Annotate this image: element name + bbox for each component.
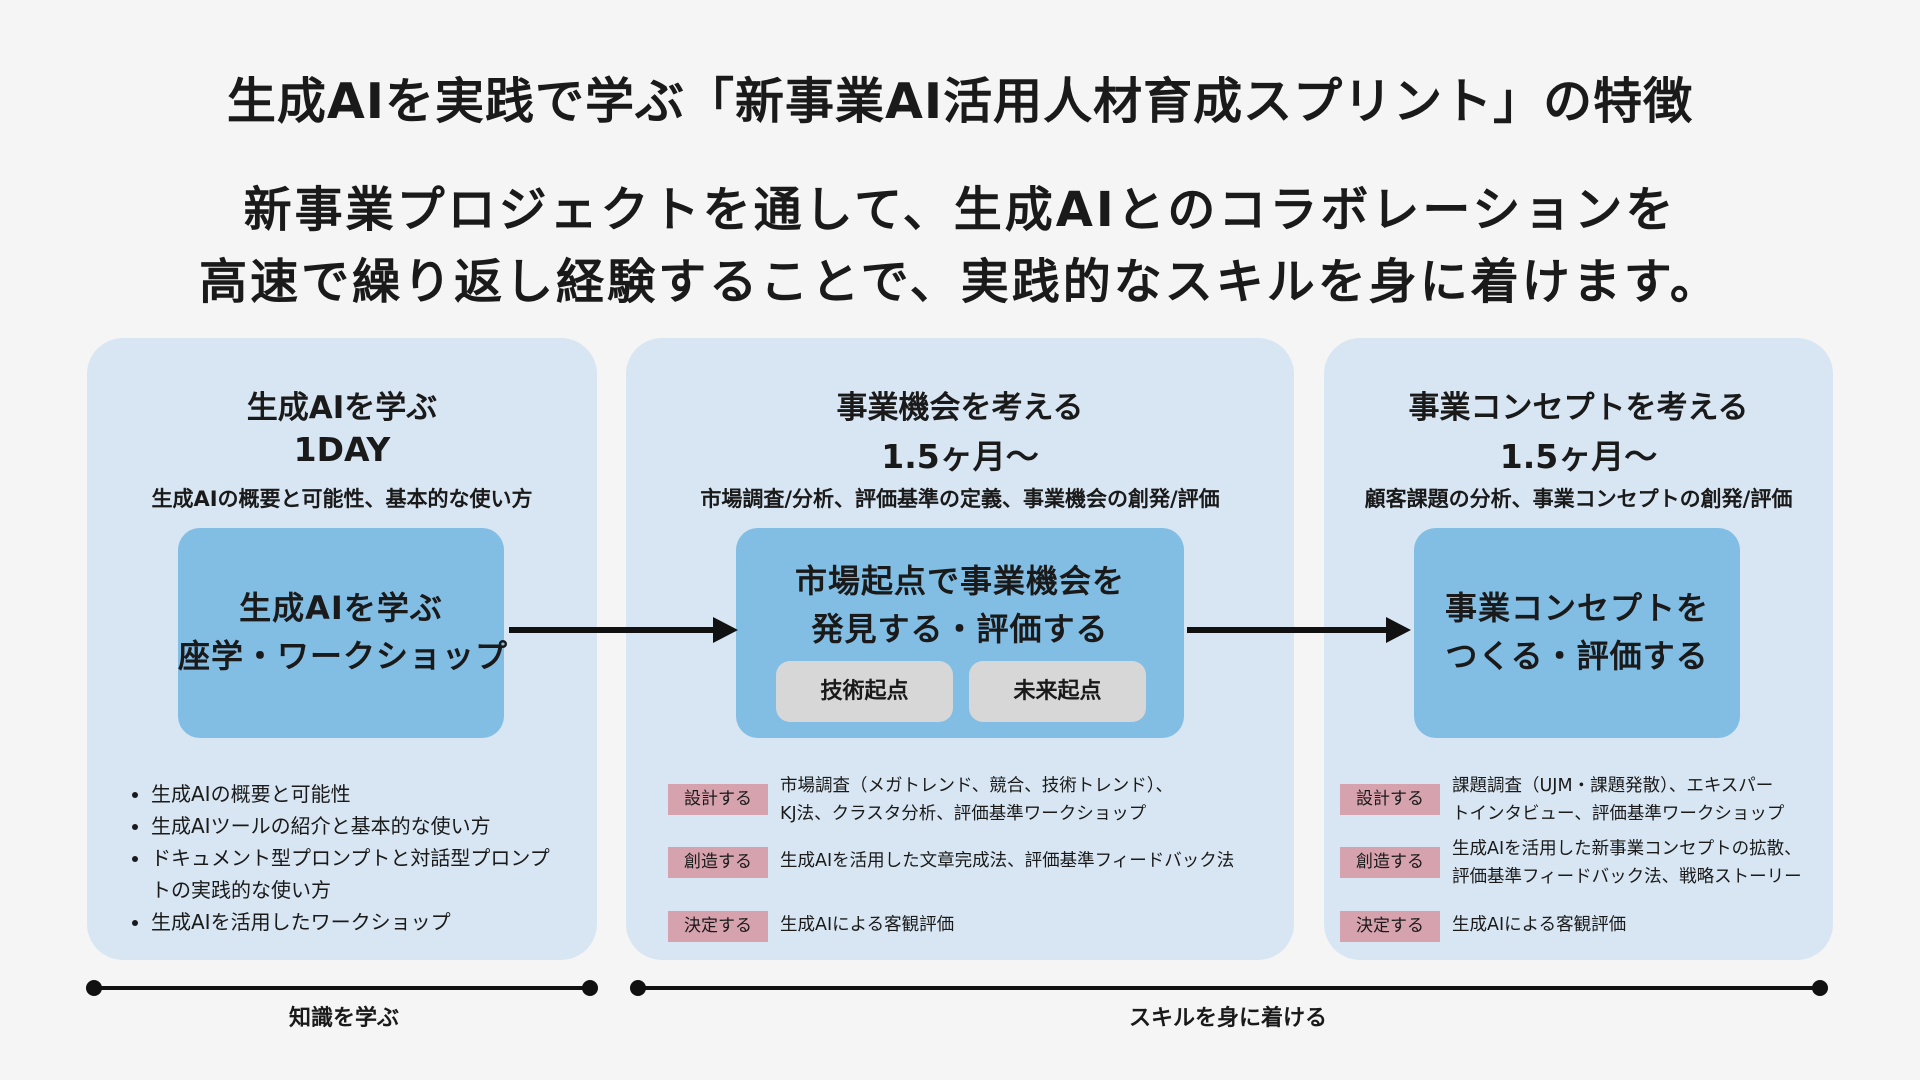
- activity-line-2: つくる・評価する: [1445, 637, 1709, 675]
- topic-item: ドキュメント型プロンプトと対話型プロンプ: [151, 842, 601, 874]
- timeline-label-knowledge: 知識を学ぶ: [288, 1006, 399, 1031]
- topic-list: 生成AIの概要と可能性 生成AIツールの紹介と基本的な使い方 ドキュメント型プロ…: [127, 778, 601, 938]
- lead-text-line-2: 高速で繰り返し経験することで、実践的なスキルを身に着けます。: [199, 254, 1721, 310]
- step-text-line: 市場調査（メガトレンド、競合、技術トレンド）、: [780, 776, 1174, 796]
- topic-item: 生成AIを活用したワークショップ: [151, 906, 601, 938]
- timeline-label-skill: スキルを身に着ける: [1128, 1006, 1327, 1031]
- step-text-line: 評価基準フィードバック法、戦略ストーリー: [1452, 867, 1802, 887]
- phase-activity-box: 市場起点で事業機会を 発見する・評価する 技術起点 未来起点: [736, 528, 1184, 738]
- phase-panel-business-opportunity: 事業機会を考える 1.5ヶ月〜 市場調査/分析、評価基準の定義、事業機会の創発/…: [626, 338, 1294, 960]
- topic-item-continuation: トの実践的な使い方: [151, 878, 331, 902]
- activity-line-1: 生成AIを学ぶ: [239, 589, 443, 627]
- step-text-line: 生成AIを活用した文章完成法、評価基準フィードバック法: [780, 851, 1235, 871]
- timeline-knowledge: [86, 980, 598, 996]
- phase-title: 事業コンセプトを考える: [1408, 390, 1749, 426]
- phase-duration: 1.5ヶ月〜: [881, 437, 1039, 476]
- page-title: 生成AIを実践で学ぶ「新事業AI活用人材育成スプリント」の特徴: [226, 73, 1694, 130]
- step-text-line: トインタビュー、評価基準ワークショップ: [1452, 804, 1785, 824]
- timeline-skill: [630, 980, 1828, 996]
- phase-panel-business-concept: 事業コンセプトを考える 1.5ヶ月〜 顧客課題の分析、事業コンセプトの創発/評価…: [1324, 338, 1833, 960]
- step-badge: 創造する: [668, 847, 768, 878]
- activity-line-2: 発見する・評価する: [811, 610, 1109, 648]
- step-badge: 決定する: [1340, 911, 1440, 942]
- step-text-line: 課題調査（UJM・課題発散）、エキスパー: [1452, 776, 1774, 796]
- tag-future-origin: 未来起点: [969, 661, 1146, 722]
- phase-panel-learn-ai: 生成AIを学ぶ 1DAY 生成AIの概要と可能性、基本的な使い方 生成AIを学ぶ…: [87, 338, 597, 960]
- phase-duration: 1DAY: [293, 430, 391, 469]
- phase-activity-box: 事業コンセプトを つくる・評価する: [1414, 528, 1740, 738]
- step-badge: 設計する: [668, 784, 768, 815]
- phase-description: 生成AIの概要と可能性、基本的な使い方: [151, 487, 533, 511]
- phase-description: 顧客課題の分析、事業コンセプトの創発/評価: [1364, 487, 1793, 511]
- activity-line-1: 事業コンセプトを: [1444, 589, 1709, 627]
- step-badge: 決定する: [668, 911, 768, 942]
- flow-arrow-1: [509, 617, 738, 643]
- topic-item: 生成AIツールの紹介と基本的な使い方: [151, 810, 601, 842]
- tag-technology-origin: 技術起点: [776, 661, 953, 722]
- phase-description: 市場調査/分析、評価基準の定義、事業機会の創発/評価: [700, 487, 1220, 511]
- lead-text-line-1: 新事業プロジェクトを通して、生成AIとのコラボレーションを: [243, 182, 1677, 238]
- step-badge: 設計する: [1340, 784, 1440, 815]
- step-text-line: KJ法、クラスタ分析、評価基準ワークショップ: [780, 804, 1147, 824]
- step-badge: 創造する: [1340, 847, 1440, 878]
- topic-item: 生成AIの概要と可能性: [151, 778, 601, 810]
- phase-title: 事業機会を考える: [836, 390, 1084, 426]
- step-text-line: 生成AIによる客観評価: [780, 915, 955, 935]
- step-text-line: 生成AIによる客観評価: [1452, 915, 1627, 935]
- step-text-line: 生成AIを活用した新事業コンセプトの拡散、: [1452, 839, 1802, 859]
- phase-title: 生成AIを学ぶ: [246, 390, 438, 426]
- phase-activity-box: 生成AIを学ぶ 座学・ワークショップ: [178, 528, 509, 738]
- activity-line-1: 市場起点で事業機会を: [794, 562, 1125, 600]
- activity-line-2: 座学・ワークショップ: [178, 637, 509, 675]
- flow-arrow-2: [1187, 617, 1411, 643]
- phase-duration: 1.5ヶ月〜: [1499, 437, 1658, 476]
